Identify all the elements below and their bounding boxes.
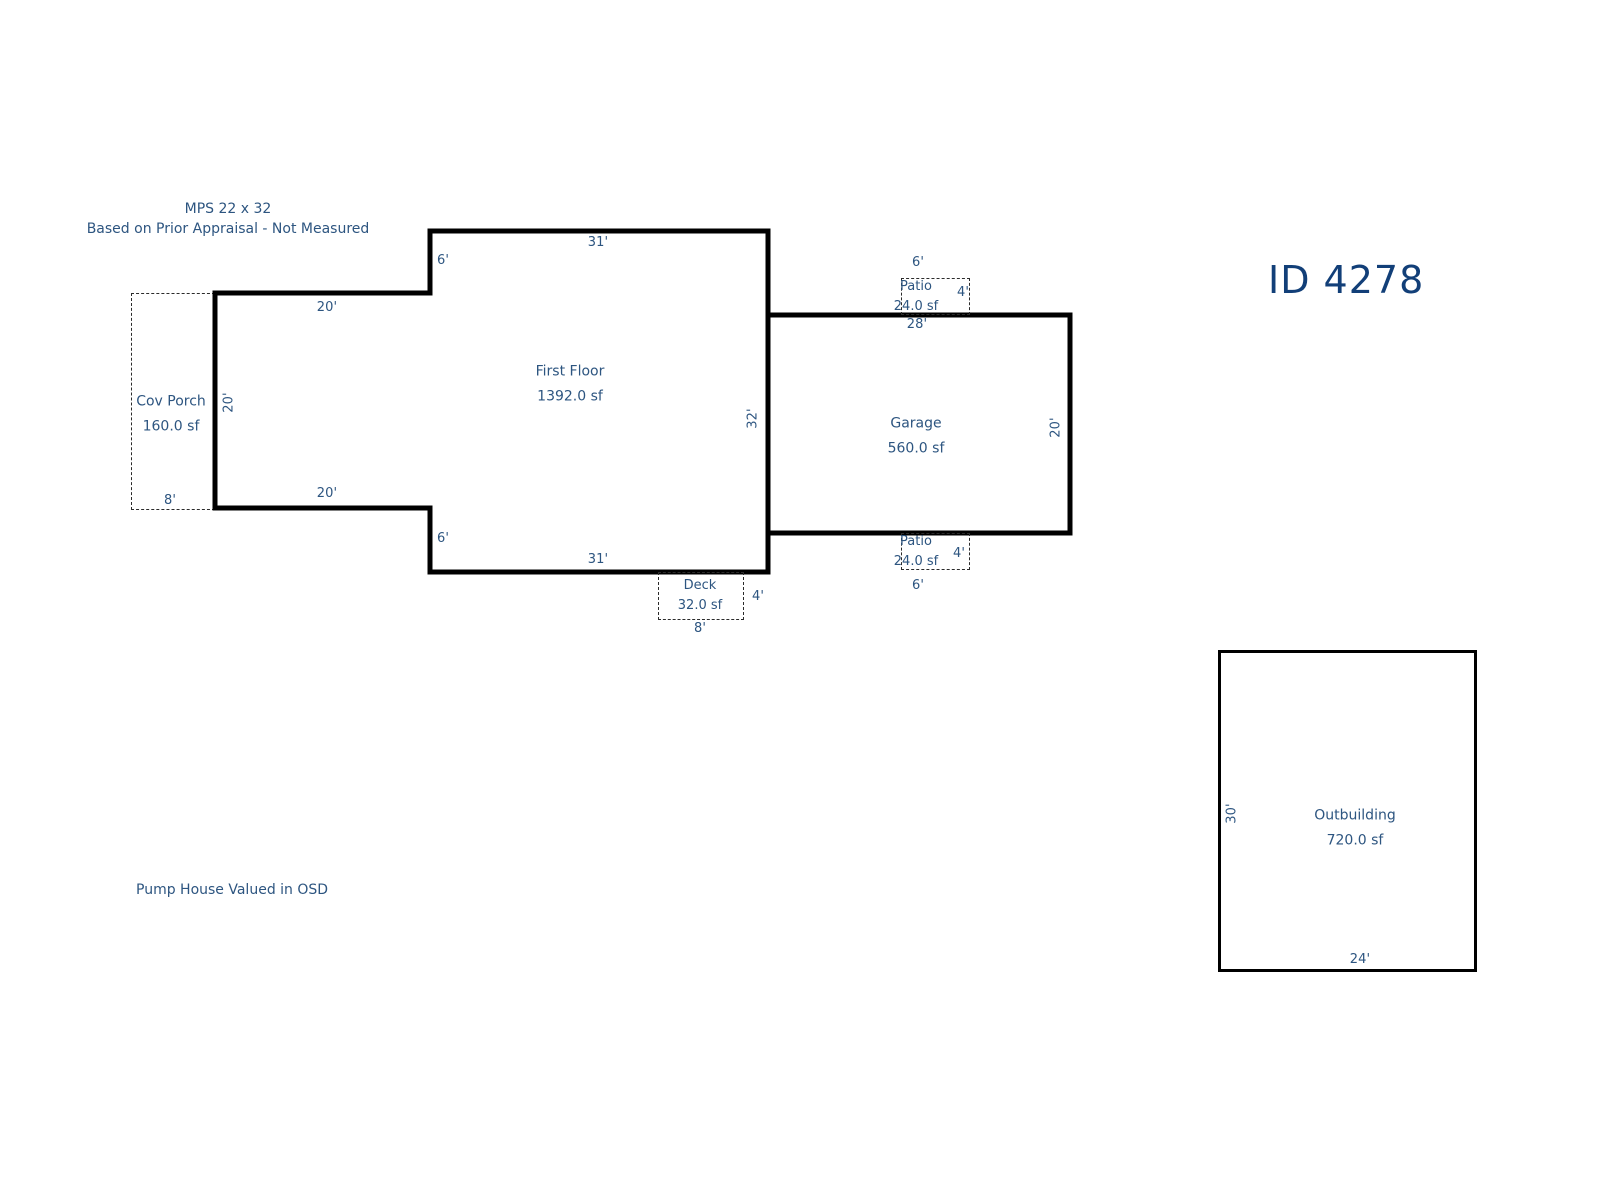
deck-label: Deck 32.0 sf bbox=[678, 576, 722, 616]
outbuilding-name: Outbuilding bbox=[1314, 807, 1396, 824]
deck-area bbox=[658, 572, 744, 620]
patio-bottom-name: Patio bbox=[900, 533, 932, 549]
first-floor-size: 1392.0 sf bbox=[537, 388, 603, 404]
patio-bottom-area bbox=[901, 533, 970, 570]
garage-dim-right: 20' bbox=[1048, 417, 1064, 438]
garage-label: Garage 560.0 sf bbox=[888, 412, 945, 461]
header-note-line2: Based on Prior Appraisal - Not Measured bbox=[86, 221, 370, 237]
deck-name: Deck bbox=[683, 577, 717, 593]
patio-bottom-label: Patio 24.0 sf bbox=[894, 532, 938, 572]
patio-top-dim-top: 6' bbox=[911, 255, 925, 270]
patio-bottom-dim-bottom: 6' bbox=[911, 578, 925, 593]
garage-dim-top: 28' bbox=[906, 317, 928, 332]
cov-porch-dim-bottom: 8' bbox=[163, 493, 177, 508]
cov-porch-label: Cov Porch 160.0 sf bbox=[136, 390, 206, 439]
page-title: ID 4278 bbox=[1268, 258, 1425, 302]
patio-top-name: Patio bbox=[900, 278, 932, 294]
garage-name: Garage bbox=[890, 415, 942, 432]
cov-porch-name: Cov Porch bbox=[136, 393, 206, 410]
cov-porch-size: 160.0 sf bbox=[142, 418, 200, 434]
patio-top-size: 24.0 sf bbox=[893, 299, 939, 314]
first-floor-name: First Floor bbox=[535, 363, 605, 380]
first-floor-dim-left-bottom: 20' bbox=[316, 486, 338, 501]
first-floor-dim-left-top: 20' bbox=[316, 300, 338, 315]
footer-note: Pump House Valued in OSD bbox=[136, 882, 329, 898]
header-note-line1: MPS 22 x 32 bbox=[184, 201, 272, 217]
first-floor-dim-right: 32' bbox=[745, 408, 761, 429]
deck-dim-right: 4' bbox=[752, 589, 765, 604]
first-floor-label: First Floor 1392.0 sf bbox=[536, 360, 605, 409]
deck-dim-bottom: 8' bbox=[693, 621, 707, 636]
patio-bottom-dim-right: 4' bbox=[953, 546, 966, 561]
first-floor-dim-top: 31' bbox=[587, 235, 609, 250]
garage-size: 560.0 sf bbox=[887, 440, 945, 456]
outbuilding-label: Outbuilding 720.0 sf bbox=[1314, 804, 1395, 853]
patio-top-label: Patio 24.0 sf bbox=[894, 277, 938, 317]
first-floor-dim-notch-bottom: 6' bbox=[437, 531, 450, 546]
cov-porch-dim-right: 20' bbox=[221, 392, 237, 413]
first-floor-dim-bottom: 31' bbox=[587, 552, 609, 567]
patio-bottom-size: 24.0 sf bbox=[893, 554, 939, 569]
deck-size: 32.0 sf bbox=[677, 598, 723, 613]
outbuilding-dim-bottom: 24' bbox=[1349, 952, 1371, 967]
patio-top-area bbox=[901, 278, 970, 315]
patio-top-dim-right: 4' bbox=[957, 285, 970, 300]
outbuilding-area bbox=[1218, 650, 1477, 972]
first-floor-dim-notch-top: 6' bbox=[437, 253, 450, 268]
outbuilding-dim-left: 30' bbox=[1224, 803, 1240, 824]
outbuilding-size: 720.0 sf bbox=[1326, 832, 1384, 848]
